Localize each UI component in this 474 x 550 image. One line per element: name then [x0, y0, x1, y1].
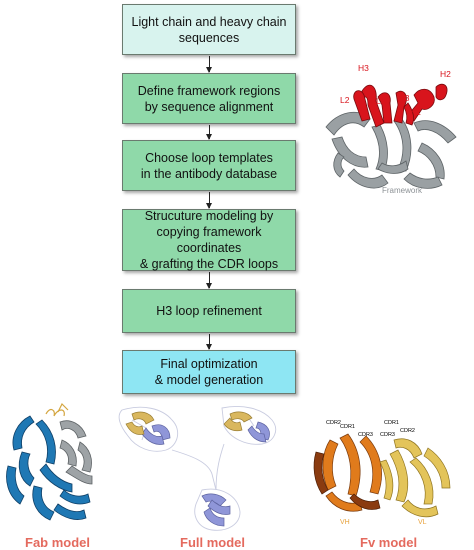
- fv-cdr-label: CDR2: [400, 428, 415, 434]
- full-model-image: [118, 406, 276, 531]
- step-sequences: Light chain and heavy chain sequences: [122, 4, 296, 55]
- fv-cdr-label: CDR3: [358, 432, 373, 438]
- loop-label-h1: H1: [410, 107, 421, 117]
- fv-cdr-label: CDR2: [326, 420, 341, 426]
- loop-label-h2: H2: [440, 69, 451, 79]
- fab-model-image: [6, 402, 93, 521]
- step-final-optimization: Final optimization & model generation: [122, 350, 296, 394]
- step-define-framework: Define framework regions by sequence ali…: [122, 73, 296, 124]
- loop-label-l3: L3: [400, 93, 410, 103]
- fv-cdr-label: CDR1: [340, 424, 355, 430]
- fv-cdr-label: CDR1: [384, 420, 399, 426]
- flow-arrow: [206, 125, 212, 140]
- fv-model-caption: Fv model: [360, 535, 418, 550]
- loop-label-h3: H3: [358, 63, 369, 73]
- step-choose-loop-templates: Choose loop templates in the antibody da…: [122, 140, 296, 191]
- framework-label: Framework: [382, 186, 423, 195]
- flow-arrow: [206, 56, 212, 73]
- framework-structure-image: H3 H2 L2 L1 L3 H1 Framework: [325, 63, 457, 195]
- full-model-caption: Full model: [180, 535, 245, 550]
- fab-model-caption: Fab model: [25, 535, 91, 550]
- step-h3-refinement: H3 loop refinement: [122, 289, 296, 333]
- fv-model-image: CDR2 CDR1 CDR3 CDR3 CDR1 CDR2 VH VL: [313, 420, 451, 526]
- fv-vh-label: VH: [340, 519, 350, 526]
- flow-arrow: [206, 334, 212, 350]
- fv-vl-label: VL: [418, 519, 427, 526]
- loop-label-l2: L2: [340, 95, 350, 105]
- loop-label-l1: L1: [376, 96, 386, 106]
- fv-cdr-label: CDR3: [380, 432, 395, 438]
- flow-arrow: [206, 272, 212, 289]
- step-structure-modeling: Strucuture modeling by copying framework…: [122, 209, 296, 271]
- flow-arrow: [206, 192, 212, 209]
